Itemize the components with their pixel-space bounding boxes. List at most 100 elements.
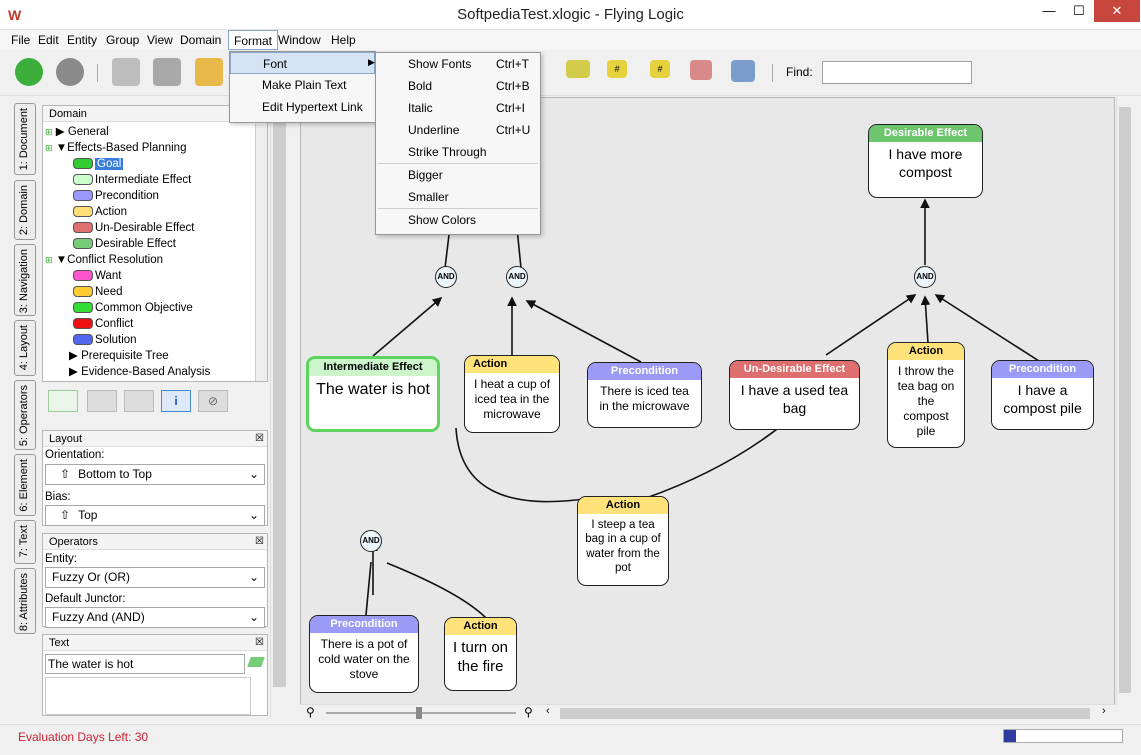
expand-icon[interactable]: ▶ — [69, 350, 78, 362]
zoom-out-icon[interactable]: ⚲ — [306, 705, 315, 719]
domain-scrollbar[interactable] — [255, 124, 267, 381]
tab-domain[interactable]: 2: Domain — [14, 180, 36, 240]
tree-group-evidence-based-analysis[interactable]: ▶ Evidence-Based Analysis — [69, 366, 211, 378]
close-panel-icon[interactable]: ☒ — [255, 433, 264, 444]
tab-operators[interactable]: 5: Operators — [14, 380, 36, 450]
info-button[interactable]: i — [161, 390, 191, 412]
text-input[interactable]: The water is hot — [45, 654, 245, 674]
tree-item-precondition[interactable]: Precondition — [45, 188, 255, 204]
entity-node[interactable]: Action I turn on the fire — [444, 617, 517, 691]
font-menu-bigger[interactable]: Bigger — [408, 168, 443, 182]
and-junctor[interactable]: AND — [506, 266, 528, 288]
menu-edit[interactable]: Edit — [38, 33, 59, 47]
entity-operator-select[interactable]: Fuzzy Or (OR)⌄ — [45, 567, 265, 588]
font-menu-show-colors[interactable]: Show Colors — [408, 213, 477, 227]
bias-select[interactable]: ⇧Top⌄ — [45, 505, 265, 526]
menu-domain[interactable]: Domain — [180, 33, 222, 47]
undo-icon[interactable] — [15, 58, 43, 86]
tree-item-intermediate-effect[interactable]: Intermediate Effect — [45, 172, 255, 188]
canvas-horizontal-scrollbar-thumb[interactable] — [560, 708, 1090, 719]
format-menu-font[interactable]: Font — [230, 52, 375, 74]
entity-node[interactable]: Action I heat a cup of iced tea in the m… — [464, 355, 560, 433]
default-junctor-select[interactable]: Fuzzy And (AND)⌄ — [45, 607, 265, 628]
text-area[interactable] — [45, 677, 251, 715]
zoom-slider-thumb[interactable] — [416, 707, 422, 719]
redo-icon[interactable] — [56, 58, 84, 86]
tree-group-prerequisite-tree[interactable]: ▶ Prerequisite Tree — [69, 350, 169, 362]
close-button[interactable]: ✕ — [1094, 0, 1140, 22]
tree-group-effects-based-planning[interactable]: ⊞ ▼Effects-Based Planning — [45, 142, 187, 154]
tree-item-conflict[interactable]: Conflict — [45, 316, 255, 332]
tab-layout[interactable]: 4: Layout — [14, 320, 36, 376]
entity-node[interactable]: Precondition There is a pot of cold wate… — [309, 615, 419, 693]
tree-item-common-objective[interactable]: Common Objective — [45, 300, 255, 316]
canvas-vertical-scrollbar[interactable] — [1116, 97, 1133, 705]
find-input[interactable] — [822, 61, 972, 84]
tab-element[interactable]: 6: Element — [14, 454, 36, 516]
tree-item-undesirable-effect[interactable]: Un-Desirable Effect — [45, 220, 255, 236]
menu-file[interactable]: File — [11, 33, 31, 47]
entity-node[interactable]: Action I throw the tea bag on the compos… — [887, 342, 965, 448]
zoom-in-icon[interactable]: ⚲ — [524, 705, 533, 719]
tab-text[interactable]: 7: Text — [14, 520, 36, 564]
tree-item-desirable-effect[interactable]: Desirable Effect — [45, 236, 255, 252]
and-junctor[interactable]: AND — [435, 266, 457, 288]
entity-node[interactable]: Desirable Effect I have more compost — [868, 124, 983, 198]
close-panel-icon[interactable]: ☒ — [255, 637, 264, 648]
entity-node[interactable]: Action I steep a tea bag in a cup of wat… — [577, 496, 669, 586]
menu-group[interactable]: Group — [106, 33, 140, 47]
menu-window[interactable]: Window — [278, 33, 321, 47]
tree-group-general[interactable]: ⊞ ▶ General — [45, 126, 109, 138]
new-class-button[interactable] — [48, 390, 78, 412]
font-menu-strike-through[interactable]: Strike Through — [408, 145, 487, 159]
canvas-vertical-scrollbar-thumb[interactable] — [1119, 107, 1131, 693]
edit-class-button[interactable] — [124, 390, 154, 412]
add-junctor-icon[interactable]: # — [607, 60, 627, 78]
orientation-select[interactable]: ⇧Bottom to Top⌄ — [45, 464, 265, 485]
add-entity-icon[interactable] — [566, 60, 590, 78]
tab-attributes[interactable]: 8: Attributes — [14, 568, 36, 634]
and-junctor[interactable]: AND — [360, 530, 382, 552]
collapse-icon[interactable]: ▼ — [55, 254, 68, 266]
tree-item-want[interactable]: Want — [45, 268, 255, 284]
tree-item-need[interactable]: Need — [45, 284, 255, 300]
menu-entity[interactable]: Entity — [67, 33, 98, 47]
tab-navigation[interactable]: 3: Navigation — [14, 244, 36, 316]
menu-help[interactable]: Help — [331, 33, 356, 47]
entity-node[interactable]: Precondition I have a compost pile — [991, 360, 1094, 430]
copy-icon[interactable] — [153, 58, 181, 86]
maximize-button[interactable]: ☐ — [1073, 3, 1085, 18]
tree-item-action[interactable]: Action — [45, 204, 255, 220]
layers-icon[interactable] — [731, 60, 755, 82]
group-icon[interactable] — [690, 60, 712, 80]
tree-group-conflict-resolution[interactable]: ⊞ ▼Conflict Resolution — [45, 254, 164, 266]
menu-view[interactable]: View — [147, 33, 173, 47]
tab-document[interactable]: 1: Document — [14, 103, 36, 175]
scroll-left-icon[interactable]: ‹ — [546, 705, 550, 717]
close-panel-icon[interactable]: ☒ — [255, 536, 264, 547]
tree-item-goal[interactable]: Goal — [45, 156, 255, 172]
menu-format[interactable]: Format — [228, 30, 279, 50]
and-junctor[interactable]: AND — [914, 266, 936, 288]
scroll-right-icon[interactable]: › — [1102, 705, 1106, 717]
add-junctor-alt-icon[interactable]: # — [650, 60, 670, 78]
entity-node[interactable]: Precondition There is iced tea in the mi… — [587, 362, 702, 428]
minimize-button[interactable]: — — [1042, 3, 1056, 18]
duplicate-class-button[interactable] — [87, 390, 117, 412]
edit-text-icon[interactable] — [247, 657, 265, 667]
font-menu-smaller[interactable]: Smaller — [408, 190, 449, 204]
format-menu-make-plain-text[interactable]: Make Plain Text — [262, 78, 347, 92]
entity-node-selected[interactable]: Intermediate Effect The water is hot — [306, 356, 440, 432]
delete-class-button[interactable]: ⊘ — [198, 390, 228, 412]
expand-icon[interactable]: ▶ — [69, 366, 78, 378]
expand-icon[interactable]: ▶ — [55, 126, 65, 138]
tree-item-solution[interactable]: Solution — [45, 332, 255, 348]
format-menu-edit-hypertext-link[interactable]: Edit Hypertext Link — [262, 100, 363, 114]
paste-icon[interactable] — [195, 58, 223, 86]
cut-icon[interactable] — [112, 58, 140, 86]
entity-node[interactable]: Un-Desirable Effect I have a used tea ba… — [729, 360, 860, 430]
